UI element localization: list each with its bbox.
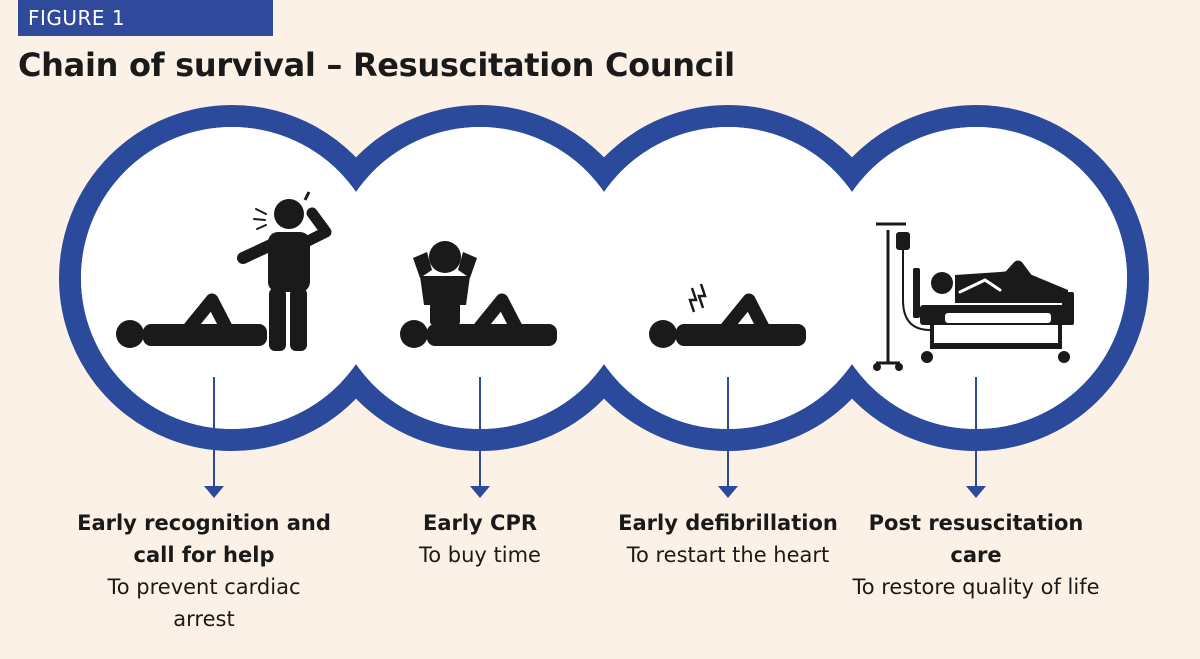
- arrow-down-icon: [718, 377, 738, 498]
- arrow-down-icon: [966, 377, 986, 498]
- caption-early-cpr: Early CPR To buy time: [350, 507, 610, 571]
- caption-subtitle: To buy time: [419, 543, 541, 567]
- defibrillation-icon: [649, 283, 806, 348]
- iv-bag-icon: [896, 232, 910, 250]
- caption-subtitle: To restart the heart: [626, 543, 830, 567]
- hospital-bed-icon: [873, 222, 1074, 371]
- arrow-down-icon: [470, 377, 490, 498]
- shock-bolt-icon: [688, 283, 707, 313]
- arrows: [204, 377, 986, 498]
- ring-3-fill: [577, 127, 879, 429]
- cpr-icon: [400, 241, 557, 348]
- ring-1-fill: [81, 127, 383, 429]
- caption-early-recognition: Early recognition and call for help To p…: [74, 507, 334, 635]
- caption-early-defibrillation: Early defibrillation To restart the hear…: [588, 507, 868, 571]
- caption-post-resuscitation: Post resuscitation care To restore quali…: [846, 507, 1106, 603]
- caption-subtitle: To prevent cardiac arrest: [107, 575, 301, 631]
- sound-lines: [253, 208, 267, 230]
- page-title: Chain of survival – Resuscitation Counci…: [18, 46, 735, 84]
- figure-label: FIGURE 1: [18, 0, 273, 36]
- arrow-down-icon: [204, 377, 224, 498]
- ring-fills: [81, 127, 1127, 429]
- caption-subtitle: To restore quality of life: [852, 575, 1100, 599]
- caption-heading: Early defibrillation: [618, 511, 838, 535]
- caller-and-patient-icon: [116, 191, 332, 351]
- caption-heading: Post resuscitation care: [868, 511, 1084, 567]
- ring-2-fill: [329, 127, 631, 429]
- caption-heading: Early recognition and call for help: [77, 511, 331, 567]
- caption-heading: Early CPR: [422, 511, 538, 535]
